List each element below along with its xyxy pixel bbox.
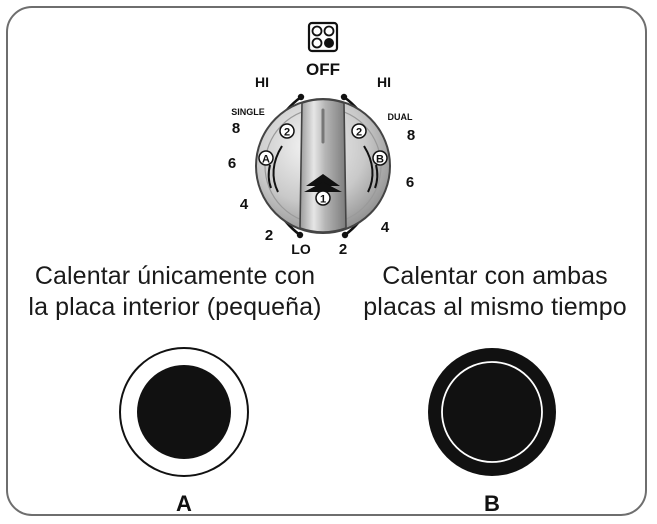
burner-b-dual: [428, 348, 556, 476]
burner-a-single: [119, 347, 249, 477]
dial-arrow-upper: [306, 174, 340, 186]
cooktop-icon: [307, 21, 339, 53]
single-a-marker: [258, 150, 274, 166]
dual-step-2-label: 2: [356, 127, 362, 139]
dual-b-label: B: [376, 154, 384, 166]
zone-b-label: B: [484, 491, 500, 516]
step-1-marker: [315, 190, 331, 206]
dual-low-dot: [341, 231, 349, 239]
diagram-frame: [6, 6, 647, 516]
dual-tick-2: 2: [339, 241, 347, 258]
dual-caption-line-2: placas al mismo tiempo: [363, 293, 627, 321]
single-zone-caption: Calentar únicamente con la placa interio…: [10, 261, 340, 323]
single-hi-label: HI: [255, 74, 269, 90]
step-1-label: 1: [320, 194, 326, 206]
dual-turn-arrow: [363, 145, 374, 193]
single-tick-4: 4: [240, 196, 249, 213]
lo-dot: [296, 231, 304, 239]
single-turn-arc-inner: [267, 164, 272, 189]
single-turn-arrow: [272, 145, 283, 193]
dial-arrow-lower: [304, 182, 342, 192]
dual-hi-dot: [340, 93, 348, 101]
single-caption-line-1: Calentar únicamente con: [34, 262, 316, 290]
dual-tick-4: 4: [381, 219, 390, 236]
dual-mode-label: DUAL: [388, 112, 413, 122]
dual-zone-caption: Calentar con ambas placas al mismo tiemp…: [345, 261, 645, 323]
dual-caption-line-1: Calentar con ambas: [382, 262, 608, 290]
single-tick-6: 6: [228, 155, 236, 172]
dual-turn-arc-inner: [374, 164, 379, 189]
single-caption-line-2: la placa interior (pequeña): [28, 293, 322, 321]
dual-tick-6: 6: [406, 174, 414, 191]
dual-hi-label: HI: [377, 74, 391, 90]
single-a-label: A: [262, 154, 270, 166]
zone-a-label: A: [176, 491, 192, 516]
dial-grip: [299, 98, 347, 233]
single-tick-8: 8: [232, 120, 240, 137]
single-step-2-marker: [279, 123, 295, 139]
off-label: OFF: [306, 60, 340, 79]
single-hi-dot: [297, 93, 305, 101]
single-tick-2: 2: [265, 227, 273, 244]
dual-tick-8: 8: [407, 127, 415, 144]
dual-b-marker: [372, 150, 388, 166]
lo-label: LO: [291, 241, 311, 257]
single-mode-label: SINGLE: [231, 107, 265, 117]
single-step-2-label: 2: [284, 127, 290, 139]
dual-step-2-marker: [351, 123, 367, 139]
